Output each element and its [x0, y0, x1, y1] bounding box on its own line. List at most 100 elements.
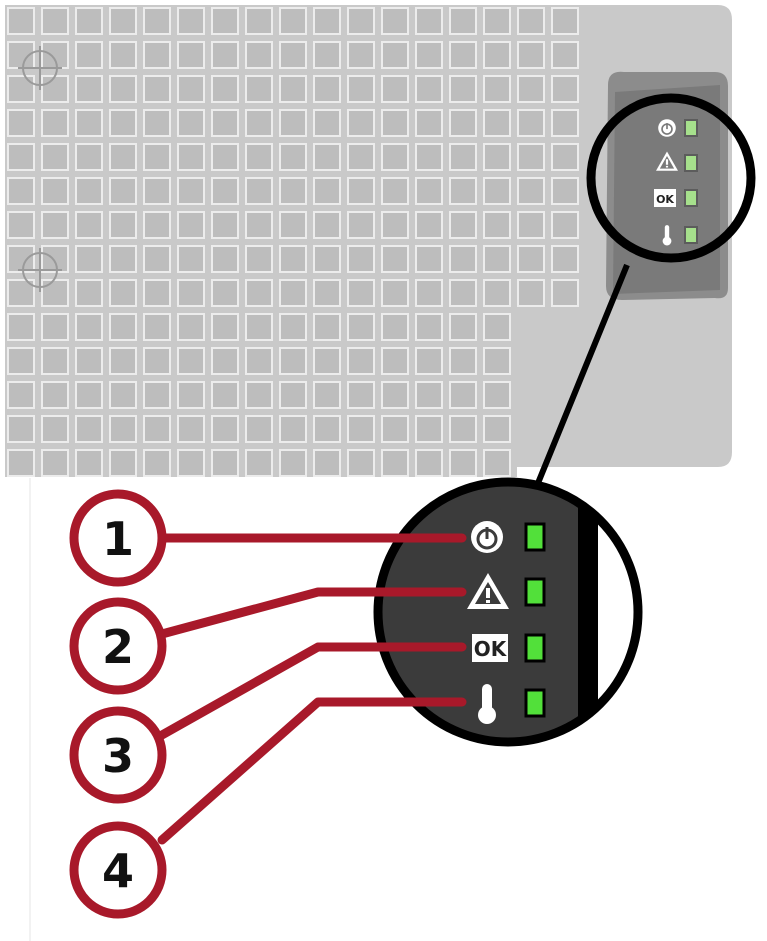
- zoom-source-circle: [586, 93, 756, 263]
- grille-cell: [517, 279, 545, 307]
- grille-cell: [449, 347, 477, 375]
- grille-cell: [483, 279, 511, 307]
- grille-cell: [279, 143, 307, 171]
- grille-cell: [7, 245, 35, 273]
- svg-text:OK: OK: [656, 193, 674, 206]
- grille-cell: [109, 41, 137, 69]
- grille-cell: [483, 415, 511, 443]
- grille-cell: [279, 415, 307, 443]
- grille-cell: [143, 313, 171, 341]
- grille-cell: [279, 75, 307, 103]
- grille-cell: [415, 177, 443, 205]
- grille-cell: [347, 41, 375, 69]
- grille-cell: [483, 449, 511, 477]
- grille-cell: [41, 347, 69, 375]
- grille-cell: [313, 109, 341, 137]
- small-led-1: [684, 119, 698, 137]
- grille-cell: [381, 7, 409, 35]
- grille-cell: [449, 449, 477, 477]
- callout-line-4: [157, 697, 467, 845]
- grille-cell: [177, 75, 205, 103]
- grille-cell: [75, 415, 103, 443]
- grille-cell: [245, 41, 273, 69]
- grille-cell: [347, 381, 375, 409]
- grille-cell: [177, 7, 205, 35]
- grille-cell: [551, 75, 579, 103]
- grille-cell: [381, 279, 409, 307]
- grille-cell: [75, 245, 103, 273]
- grille-cell: [109, 7, 137, 35]
- grille-cell: [381, 449, 409, 477]
- grille-cell: [381, 347, 409, 375]
- grille-cell: [143, 347, 171, 375]
- grille-cell: [381, 415, 409, 443]
- grille-cell: [245, 347, 273, 375]
- grille-cell: [41, 75, 69, 103]
- grille-cell: [313, 313, 341, 341]
- grille-cell: [75, 7, 103, 35]
- grille-cell: [483, 381, 511, 409]
- grille-cell: [109, 313, 137, 341]
- led-4: [524, 688, 546, 718]
- grille-cell: [75, 109, 103, 137]
- grille-cell: [245, 245, 273, 273]
- grille-cell: [415, 347, 443, 375]
- grille-cell: [449, 279, 477, 307]
- grille-cell: [449, 75, 477, 103]
- grille-cell: [517, 211, 545, 239]
- grille-cell: [245, 75, 273, 103]
- grille-cell: [177, 313, 205, 341]
- grille-cell: [177, 381, 205, 409]
- grille-cell: [415, 245, 443, 273]
- grille-cell: [109, 211, 137, 239]
- grille-cell: [347, 347, 375, 375]
- grille-cell: [143, 143, 171, 171]
- grille-cell: [177, 143, 205, 171]
- grille-cell: [381, 313, 409, 341]
- grille-cell: [415, 415, 443, 443]
- grille-cell: [245, 381, 273, 409]
- callout-4: 4: [69, 821, 167, 919]
- grille-cell: [449, 245, 477, 273]
- grille-cell: [211, 415, 239, 443]
- grille-cell: [381, 211, 409, 239]
- grille-cell: [7, 415, 35, 443]
- grille-cell: [449, 143, 477, 171]
- grille-cell: [41, 143, 69, 171]
- grille-cell: [143, 381, 171, 409]
- grille-cell: [347, 143, 375, 171]
- grille-cell: [75, 381, 103, 409]
- grille-cell: [177, 449, 205, 477]
- small-indicator-panel: OK: [654, 119, 698, 246]
- grille-cell: [483, 143, 511, 171]
- grille-cell: [313, 347, 341, 375]
- grille-cell: [313, 41, 341, 69]
- grille-cell: [483, 211, 511, 239]
- grille-cell: [7, 211, 35, 239]
- grille-cell: [7, 177, 35, 205]
- grille-cell: [245, 279, 273, 307]
- grille-cell: [279, 313, 307, 341]
- grille-cell: [41, 245, 69, 273]
- grille-cell: [415, 211, 443, 239]
- grille-cell: [245, 211, 273, 239]
- grille-cell: [313, 211, 341, 239]
- callout-1: 1: [69, 489, 167, 587]
- grille-cell: [551, 177, 579, 205]
- grille-cell: [75, 211, 103, 239]
- grille-cell: [75, 143, 103, 171]
- grille-cell: [279, 347, 307, 375]
- grille-cell: [449, 381, 477, 409]
- grille-cell: [75, 313, 103, 341]
- grille-cell: [483, 41, 511, 69]
- led-1: [524, 522, 546, 552]
- grille-cell: [279, 449, 307, 477]
- grille-cell: [211, 211, 239, 239]
- grille-cell: [483, 245, 511, 273]
- grille-cell: [483, 347, 511, 375]
- grille-cell: [41, 109, 69, 137]
- grille-cell: [313, 245, 341, 273]
- grille-cell: [381, 75, 409, 103]
- grille-cell: [313, 177, 341, 205]
- grille-cell: [245, 313, 273, 341]
